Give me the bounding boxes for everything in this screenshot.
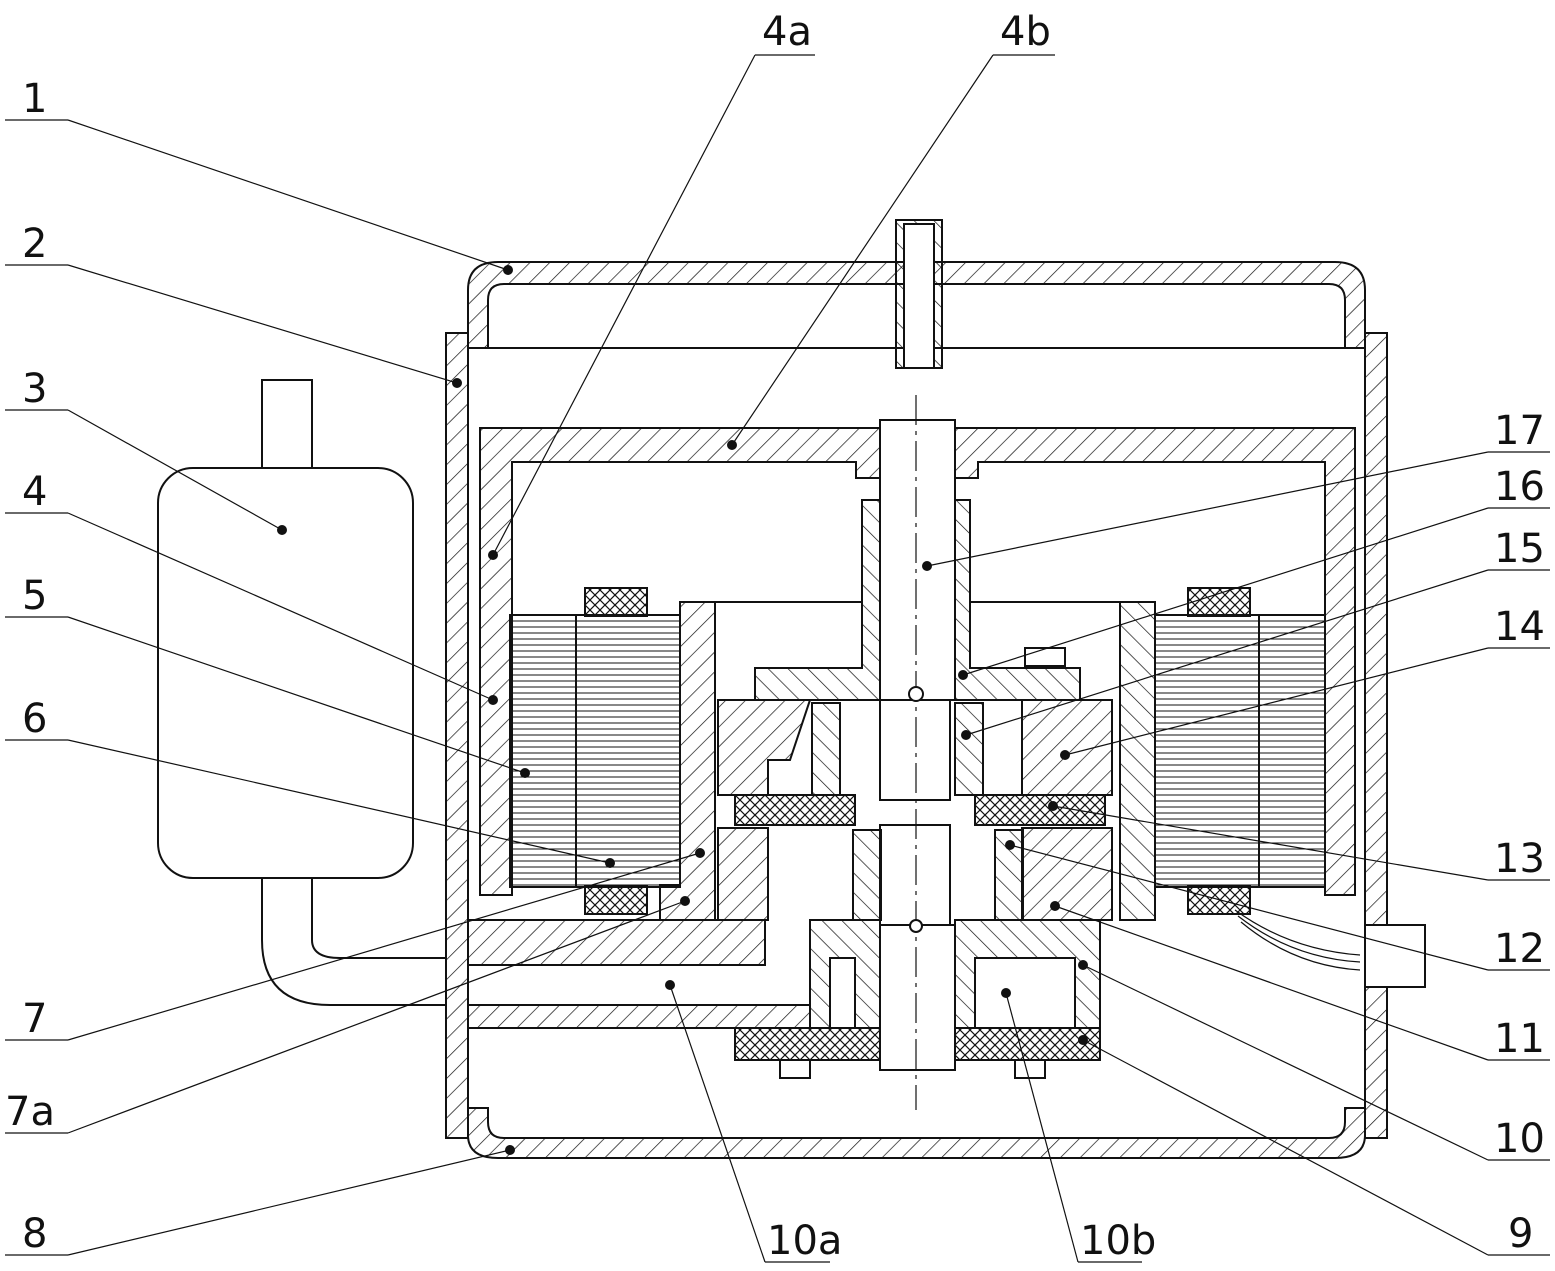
label-7a: 7a	[5, 1089, 55, 1135]
label-10a: 10a	[767, 1218, 842, 1264]
accumulator	[157, 379, 446, 1006]
left-stator-core	[509, 587, 681, 915]
discharge-pipe	[895, 219, 943, 369]
right-stator-core	[1154, 587, 1326, 915]
label-6: 6	[22, 696, 47, 742]
label-13: 13	[1494, 836, 1545, 882]
crankshaft	[879, 395, 956, 1110]
label-1: 1	[22, 76, 47, 122]
label-4: 4	[22, 469, 47, 515]
label-3: 3	[22, 366, 47, 412]
part-labels: 1 2 3 4 5 6 7 7a 8 4a 4b 10a 10b 9 10 11…	[5, 9, 1545, 1264]
label-9: 9	[1508, 1211, 1533, 1257]
label-5: 5	[22, 573, 47, 619]
label-16: 16	[1494, 464, 1545, 510]
lower-muffler	[734, 1027, 1101, 1079]
label-14: 14	[1494, 604, 1545, 650]
lower-bearing	[467, 919, 1101, 1029]
label-15: 15	[1494, 526, 1545, 572]
top-cap	[467, 261, 1366, 349]
label-4b: 4b	[1000, 9, 1051, 55]
label-12: 12	[1494, 926, 1545, 972]
label-11: 11	[1494, 1016, 1545, 1062]
leader-lines	[5, 54, 1550, 1263]
upper-bearing	[754, 499, 1081, 701]
label-17: 17	[1494, 408, 1545, 454]
terminal	[1234, 909, 1426, 988]
label-10: 10	[1494, 1116, 1545, 1162]
bottom-cap	[467, 1107, 1366, 1159]
label-8: 8	[22, 1211, 47, 1257]
label-7: 7	[22, 996, 47, 1042]
label-2: 2	[22, 221, 47, 267]
label-10b: 10b	[1080, 1218, 1156, 1264]
partition-plate	[734, 794, 1106, 826]
label-4a: 4a	[762, 9, 812, 55]
lower-cylinder	[717, 827, 1113, 921]
